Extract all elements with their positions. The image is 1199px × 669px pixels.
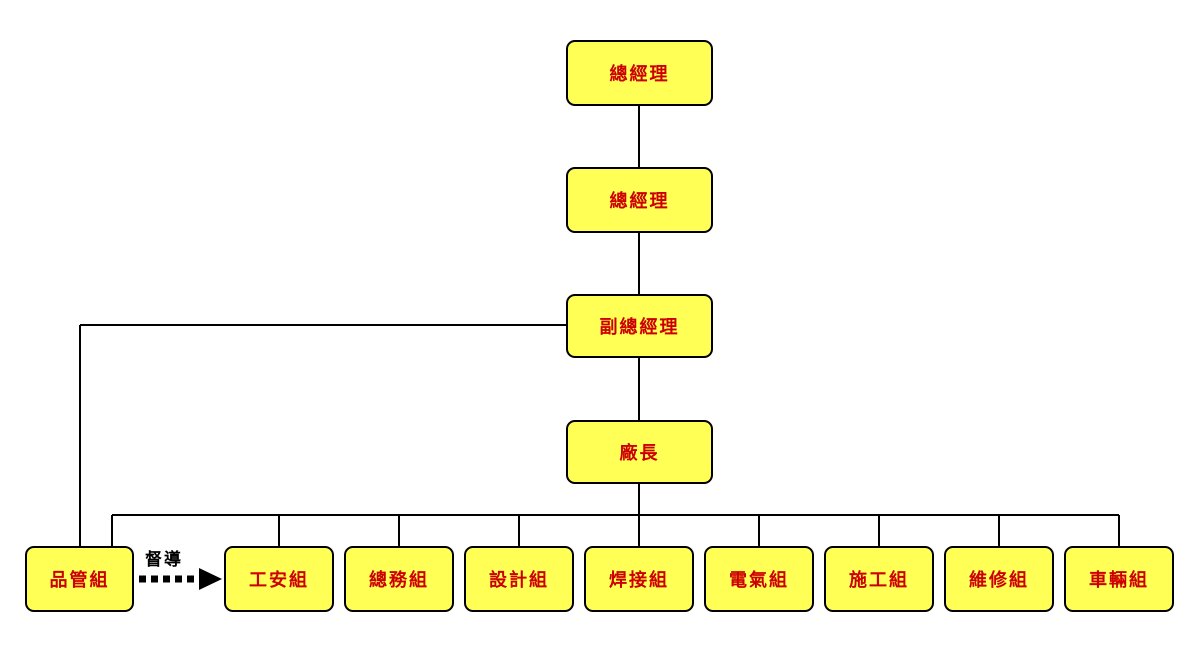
supervise-arrow-head bbox=[199, 568, 222, 590]
node-group-safety: 工安組 bbox=[224, 546, 334, 612]
node-group-general-affairs: 總務組 bbox=[344, 546, 454, 612]
node-group-construction: 施工組 bbox=[824, 546, 934, 612]
node-group-vehicles: 車輛組 bbox=[1064, 546, 1174, 612]
node-qc-group: 品管組 bbox=[25, 546, 134, 612]
node-plant-director: 廠長 bbox=[566, 420, 713, 484]
node-vice-general-manager: 副總經理 bbox=[566, 294, 713, 358]
node-general-manager: 總經理 bbox=[566, 40, 713, 106]
node-group-maintenance: 維修組 bbox=[944, 546, 1054, 612]
node-general-manager-2: 總經理 bbox=[566, 167, 713, 233]
supervise-label: 督導 bbox=[145, 550, 183, 570]
node-group-design: 設計組 bbox=[464, 546, 574, 612]
node-group-electrical: 電氣組 bbox=[704, 546, 814, 612]
node-group-welding: 焊接組 bbox=[584, 546, 694, 612]
